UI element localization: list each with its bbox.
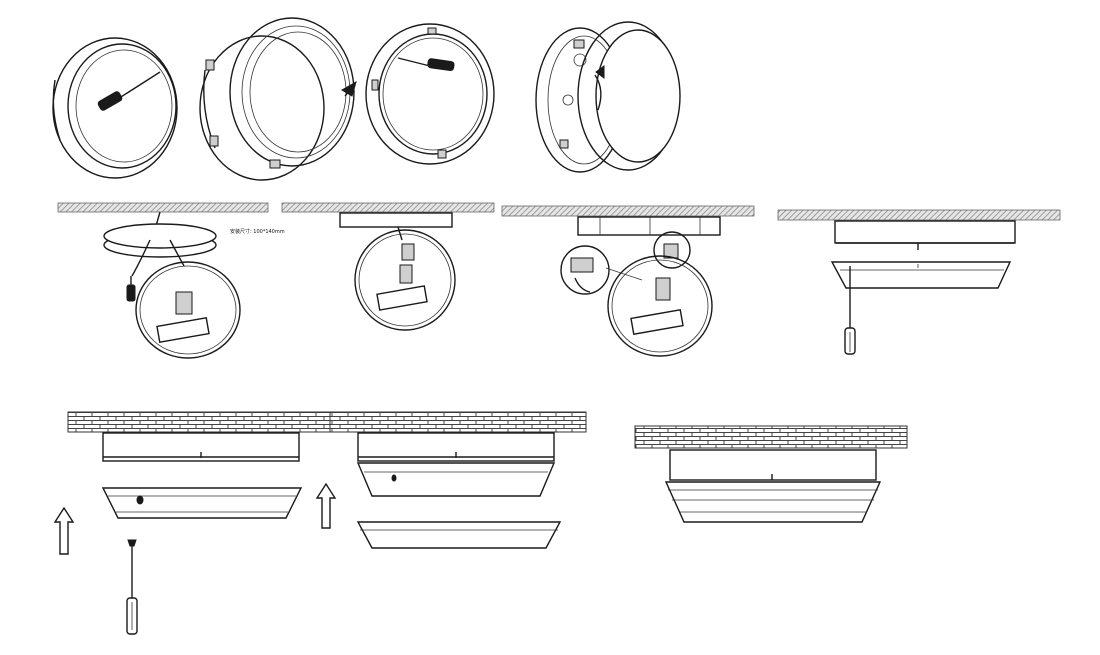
step-9-fasten-body <box>53 411 331 635</box>
step-5-connect-wires: 安装尺寸: 100*140mm <box>57 202 285 359</box>
step-11-finished-lamp <box>634 425 908 523</box>
step-6-mount-base-to-ceiling <box>281 202 495 331</box>
step-4-separate-base <box>535 21 681 173</box>
dimension-note: 安装尺寸: 100*140mm <box>230 228 285 235</box>
step-7-terminal-detail <box>501 205 755 357</box>
step-8-attach-body <box>777 209 1061 355</box>
step-2-remove-diffuser <box>199 17 357 181</box>
step-3-unscrew-base <box>365 23 495 165</box>
step-10-attach-diffuser <box>315 411 587 549</box>
step-1-twist-cover <box>52 37 178 179</box>
